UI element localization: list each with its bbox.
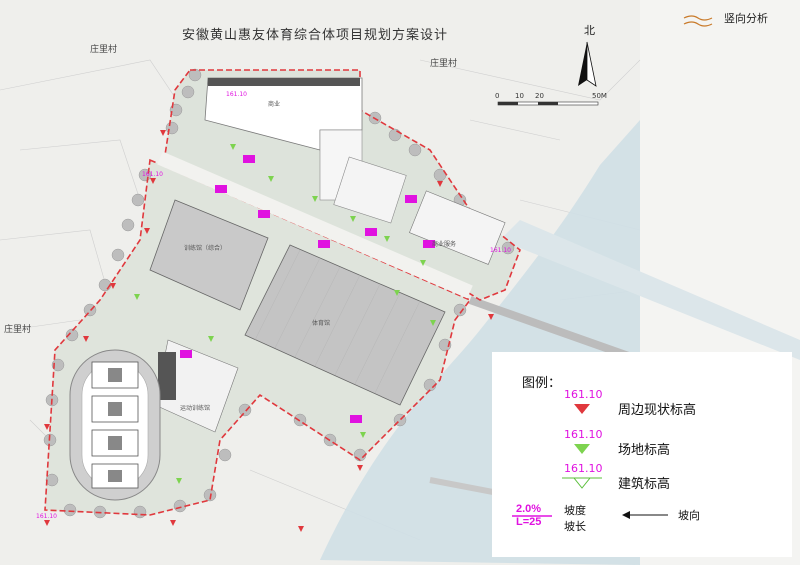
slope-line-icon [512, 515, 552, 517]
elev-label-west: 161.10 [142, 171, 163, 178]
legend-label: 周边现状标高 [618, 403, 697, 418]
legend-num: 161.10 [564, 428, 603, 441]
building-label-training2: 运动训练馆 [180, 404, 210, 412]
legend: 图例： 161.10 周边现状标高 161.10 场地标高 161.10 建筑标… [492, 352, 792, 557]
wave-deco-icon [683, 15, 713, 27]
legend-label: 建筑标高 [618, 477, 671, 492]
village-label-w: 庄里村 [4, 323, 31, 335]
elev-label-top: 161.10 [226, 91, 247, 98]
legend-heading: 图例： [522, 376, 562, 391]
legend-item-building: 161.10 建筑标高 [492, 462, 792, 502]
village-label-ne: 庄里村 [430, 57, 457, 69]
scale-tick-0: 0 [495, 92, 499, 100]
building-label-service: 商业服务 [432, 240, 456, 248]
green-triangle-icon [574, 444, 590, 454]
legend-num: 161.10 [564, 462, 603, 475]
red-triangle-icon [574, 404, 590, 414]
building-label-gym: 体育馆 [312, 319, 330, 327]
scale-bar [497, 101, 599, 106]
scale-tick-10: 10 [515, 92, 524, 100]
scale-tick-20: 20 [535, 92, 544, 100]
legend-item-site: 161.10 场地标高 [492, 428, 792, 468]
slope-length-label: 坡长 [564, 520, 586, 533]
legend-num: 161.10 [564, 388, 603, 401]
slope-grade: 2.0% [516, 503, 542, 515]
north-label: 北 [584, 24, 595, 37]
slope-direction-label: 坡向 [678, 509, 700, 522]
legend-item-existing: 161.10 周边现状标高 [492, 388, 792, 428]
elev-label-east: 161.10 [490, 247, 511, 254]
green-outline-triangle-icon [562, 477, 602, 489]
building-label-shop: 商业 [268, 100, 280, 108]
scale-tick-50: 50M [592, 92, 607, 100]
slope-length: L=25 [516, 516, 542, 528]
section-tag: 竖向分析 [724, 12, 768, 25]
page-title: 安徽黄山惠友体育综合体项目规划方案设计 [182, 28, 449, 43]
village-label-nw: 庄里村 [90, 43, 117, 55]
north-arrow-icon [578, 41, 597, 87]
elev-label-sw: 161.10 [36, 513, 57, 520]
legend-label: 场地标高 [618, 443, 671, 458]
arrow-left-icon [622, 511, 668, 519]
building-label-training: 训练馆（综合） [184, 244, 226, 252]
slope-grade-label: 坡度 [564, 504, 586, 517]
